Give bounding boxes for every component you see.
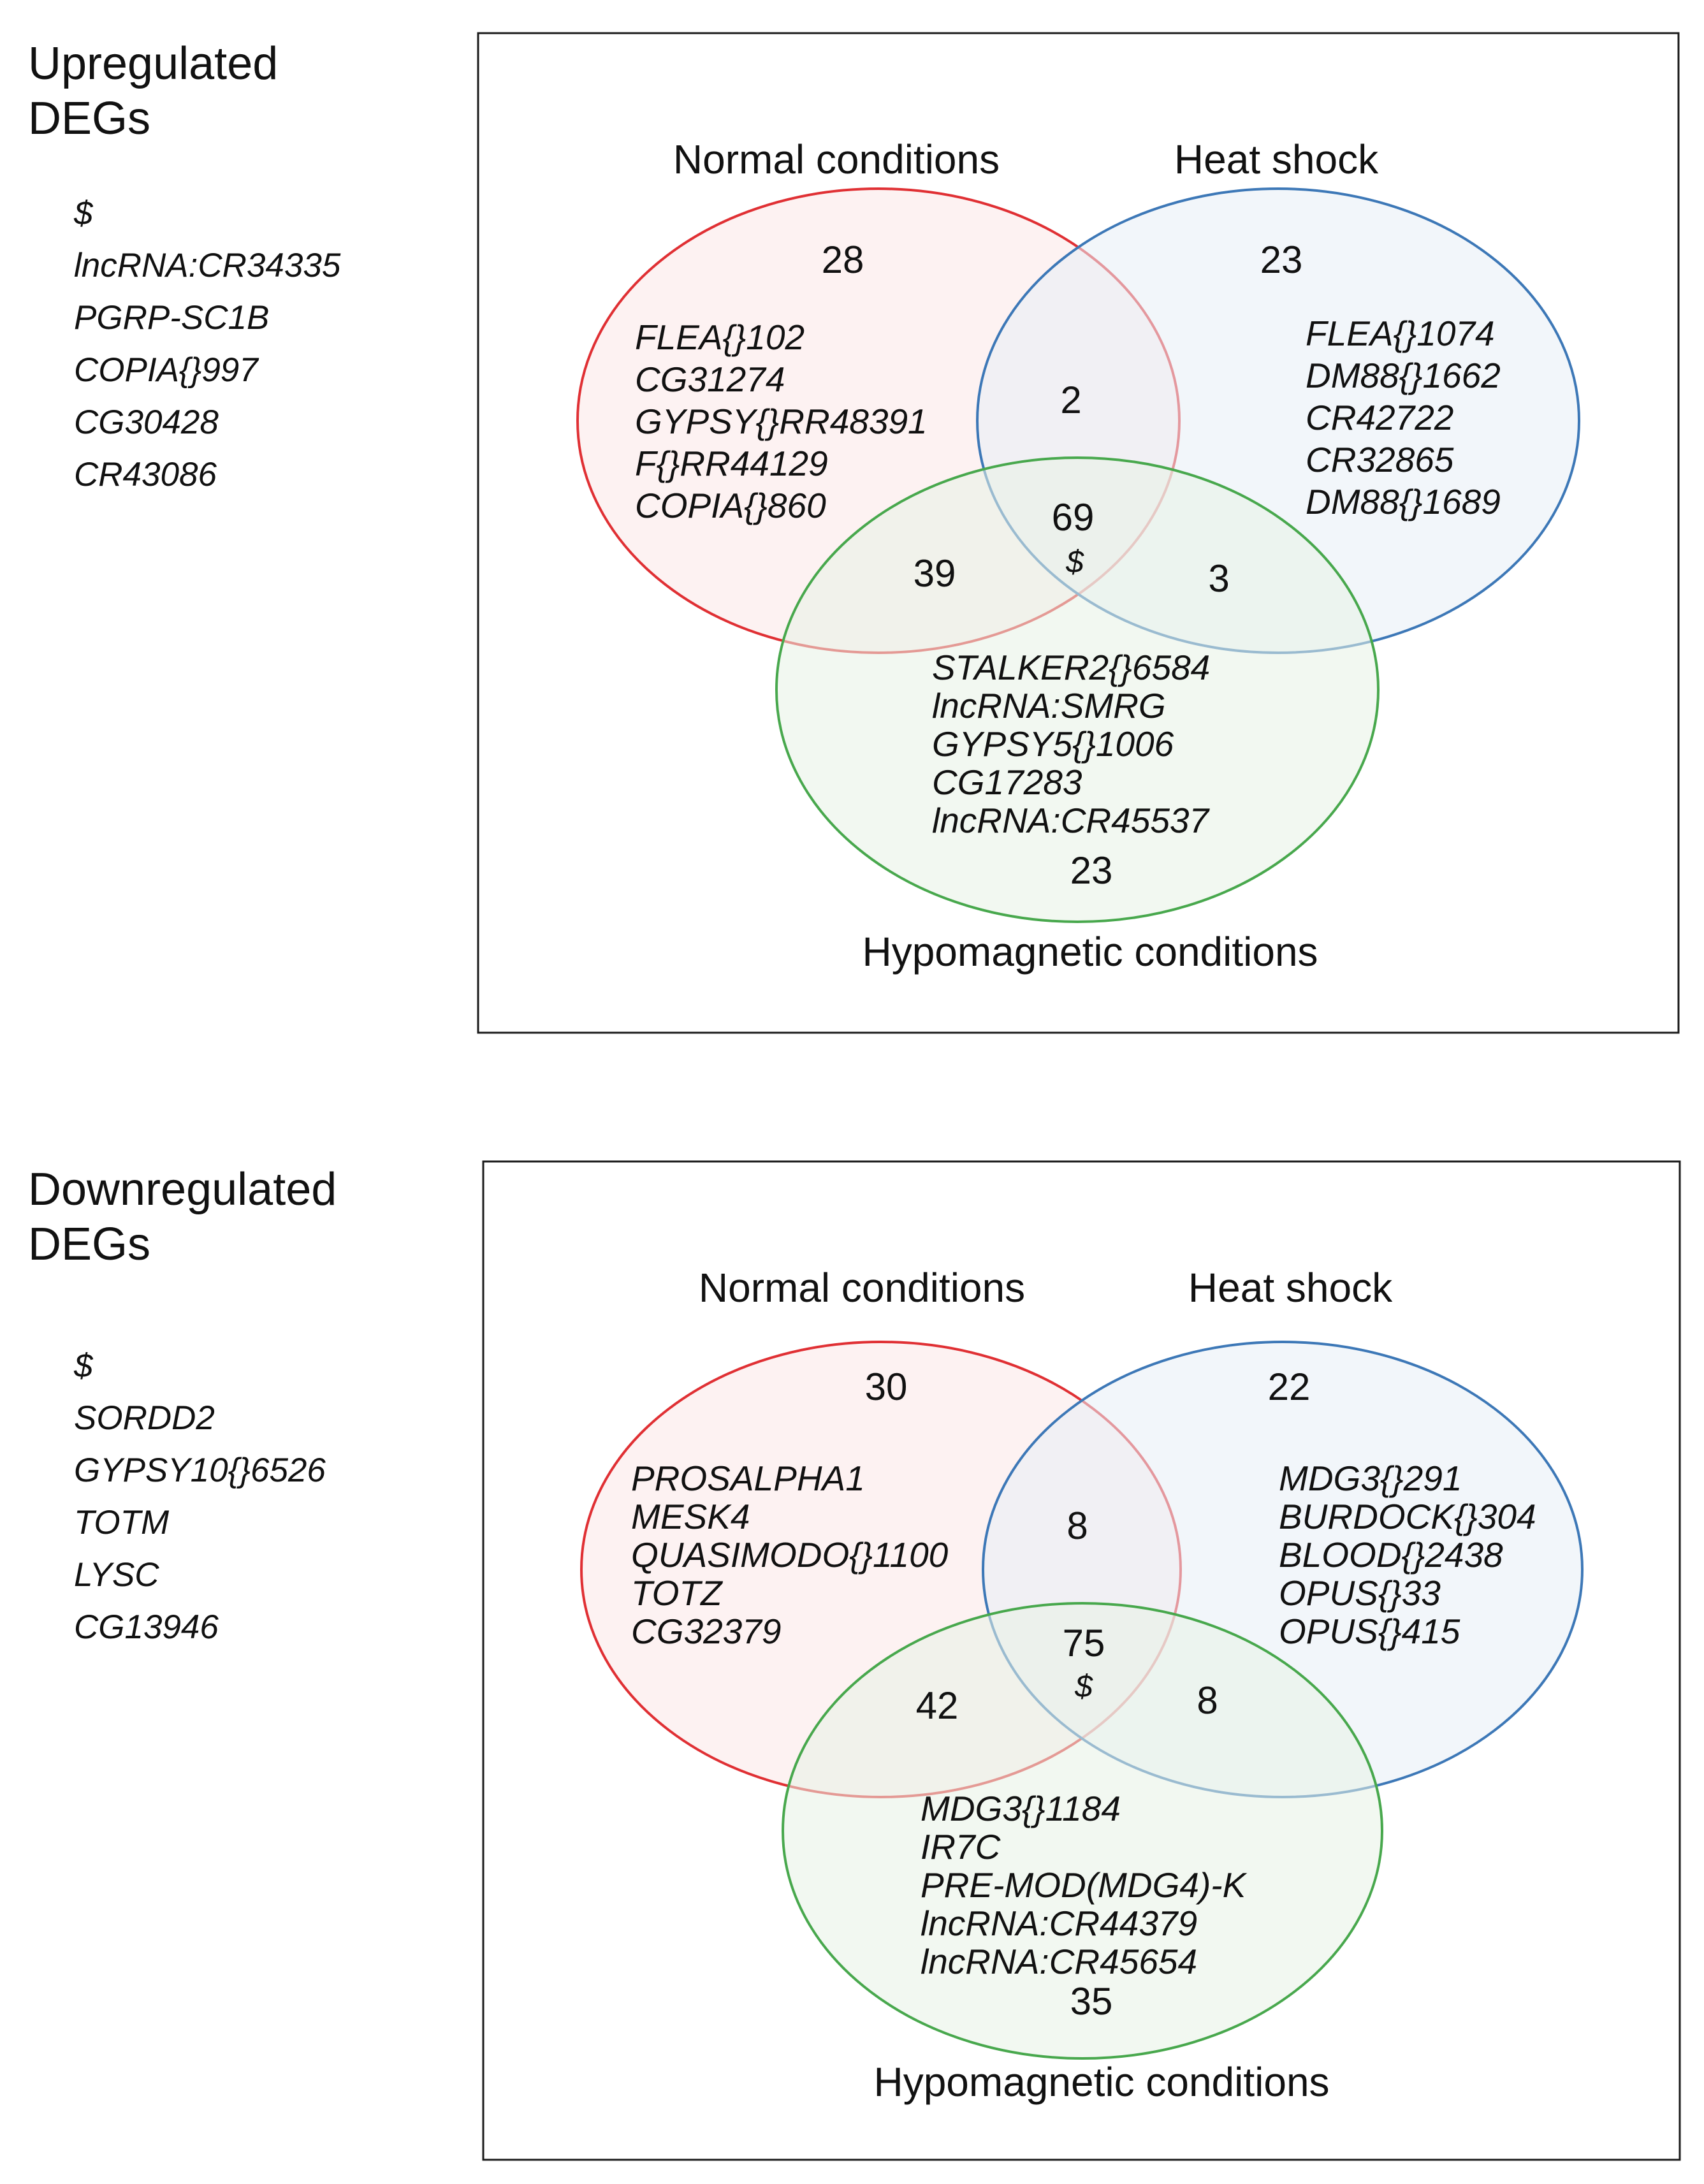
side-list-item: PGRP-SC1B <box>74 299 269 337</box>
count-normal-only: 30 <box>865 1365 908 1408</box>
side-list-item: $ <box>73 1347 94 1385</box>
heat-shock-label: Heat shock <box>1188 1265 1393 1311</box>
upregulated-panel: Upregulated DEGs $ lncRNA:CR34335 PGRP-S… <box>28 32 1680 1034</box>
count-normal-heat: 2 <box>1060 379 1081 421</box>
gene-label: TOTZ <box>631 1573 724 1613</box>
gene-label: PRE-MOD(MDG4)-K <box>921 1865 1248 1905</box>
count-normal-only: 28 <box>822 238 864 281</box>
gene-label: MESK4 <box>631 1497 750 1536</box>
count-heat-hypo: 3 <box>1208 557 1229 600</box>
panel-title-line2: DEGs <box>28 1219 150 1270</box>
downregulated-panel: Downregulated DEGs $ SORDD2 GYPSY10{}652… <box>28 1160 1681 2161</box>
count-heat-only: 23 <box>1260 238 1303 281</box>
gene-label: STALKER2{}6584 <box>932 648 1210 687</box>
center-marker: $ <box>1065 544 1084 579</box>
gene-label: lncRNA:SMRG <box>932 686 1166 725</box>
center-marker: $ <box>1074 1668 1093 1704</box>
normal-conditions-label: Normal conditions <box>699 1265 1025 1311</box>
gene-label: QUASIMODO{}1100 <box>631 1535 949 1575</box>
side-list-item: CG13946 <box>74 1608 219 1646</box>
count-all-three: 75 <box>1063 1622 1105 1664</box>
hypomagnetic-circle <box>775 456 1380 923</box>
count-heat-only: 22 <box>1268 1365 1311 1408</box>
side-list-item: LYSC <box>74 1556 159 1594</box>
normal-gene-list: FLEA{}102 CG31274 GYPSY{}RR48391 F{}RR44… <box>635 317 928 525</box>
gene-label: F{}RR44129 <box>635 444 828 483</box>
venn-circles <box>576 187 1580 923</box>
gene-label: DM88{}1662 <box>1306 356 1501 395</box>
side-list-item: SORDD2 <box>74 1399 215 1437</box>
hypomagnetic-circle <box>782 1602 1383 2060</box>
count-normal-heat: 8 <box>1067 1504 1088 1547</box>
venn-circles <box>580 1341 1584 2060</box>
gene-label: FLEA{}1074 <box>1306 314 1495 353</box>
side-list-item: GYPSY10{}6526 <box>74 1452 326 1489</box>
venn-frame <box>477 32 1680 1034</box>
gene-label: GYPSY{}RR48391 <box>635 402 928 441</box>
heat-gene-list: FLEA{}1074 DM88{}1662 CR42722 CR32865 DM… <box>1306 314 1501 521</box>
hypo-gene-list: MDG3{}1184 IR7C PRE-MOD(MDG4)-K lncRNA:C… <box>921 1789 1248 1981</box>
count-hypo-only: 35 <box>1070 1980 1113 2023</box>
gene-label: OPUS{}33 <box>1279 1573 1441 1613</box>
gene-label: OPUS{}415 <box>1279 1612 1460 1651</box>
gene-label: BLOOD{}2438 <box>1279 1535 1503 1575</box>
gene-label: IR7C <box>921 1827 1001 1867</box>
gene-label: CG32379 <box>631 1612 781 1651</box>
hypomagnetic-label: Hypomagnetic conditions <box>873 2059 1329 2105</box>
gene-label: FLEA{}102 <box>635 317 805 357</box>
common-genes-list: $ lncRNA:CR34335 PGRP-SC1B COPIA{}997 CG… <box>73 194 341 493</box>
gene-label: lncRNA:CR45537 <box>932 801 1211 840</box>
gene-label: BURDOCK{}304 <box>1279 1497 1536 1536</box>
panel-title-line1: Upregulated <box>28 38 278 89</box>
common-genes-list: $ SORDD2 GYPSY10{}6526 TOTM LYSC CG13946 <box>73 1347 326 1646</box>
gene-label: CR42722 <box>1306 398 1453 437</box>
hypomagnetic-label: Hypomagnetic conditions <box>862 929 1318 975</box>
heat-gene-list: MDG3{}291 BURDOCK{}304 BLOOD{}2438 OPUS{… <box>1279 1459 1536 1651</box>
gene-label: MDG3{}1184 <box>921 1789 1121 1828</box>
panel-title-line1: Downregulated <box>28 1164 337 1215</box>
gene-label: lncRNA:CR44379 <box>921 1904 1197 1943</box>
gene-label: CR32865 <box>1306 440 1454 479</box>
heat-shock-label: Heat shock <box>1174 136 1379 182</box>
normal-conditions-label: Normal conditions <box>673 136 1000 182</box>
count-all-three: 69 <box>1052 496 1095 539</box>
gene-label: PROSALPHA1 <box>631 1459 865 1498</box>
count-normal-hypo: 42 <box>916 1684 959 1727</box>
gene-label: GYPSY5{}1006 <box>932 724 1174 764</box>
gene-label: lncRNA:CR45654 <box>921 1942 1197 1981</box>
gene-label: COPIA{}860 <box>635 486 826 525</box>
gene-label: MDG3{}291 <box>1279 1459 1462 1498</box>
gene-label: CG31274 <box>635 360 785 399</box>
hypo-gene-list: STALKER2{}6584 lncRNA:SMRG GYPSY5{}1006 … <box>932 648 1211 840</box>
side-list-item: CG30428 <box>74 404 219 441</box>
count-hypo-only: 23 <box>1070 849 1113 892</box>
side-list-item: TOTM <box>74 1504 170 1541</box>
gene-label: DM88{}1689 <box>1306 482 1501 521</box>
side-list-item: COPIA{}997 <box>74 351 259 389</box>
gene-label: CG17283 <box>932 762 1082 802</box>
panel-title-line2: DEGs <box>28 93 150 144</box>
count-heat-hypo: 8 <box>1197 1679 1218 1722</box>
count-normal-hypo: 39 <box>914 552 956 595</box>
side-list-item: lncRNA:CR34335 <box>74 247 341 284</box>
side-list-item: $ <box>73 194 94 232</box>
side-list-item: CR43086 <box>74 456 217 493</box>
venn-frame <box>482 1160 1681 2161</box>
normal-gene-list: PROSALPHA1 MESK4 QUASIMODO{}1100 TOTZ CG… <box>631 1459 949 1651</box>
